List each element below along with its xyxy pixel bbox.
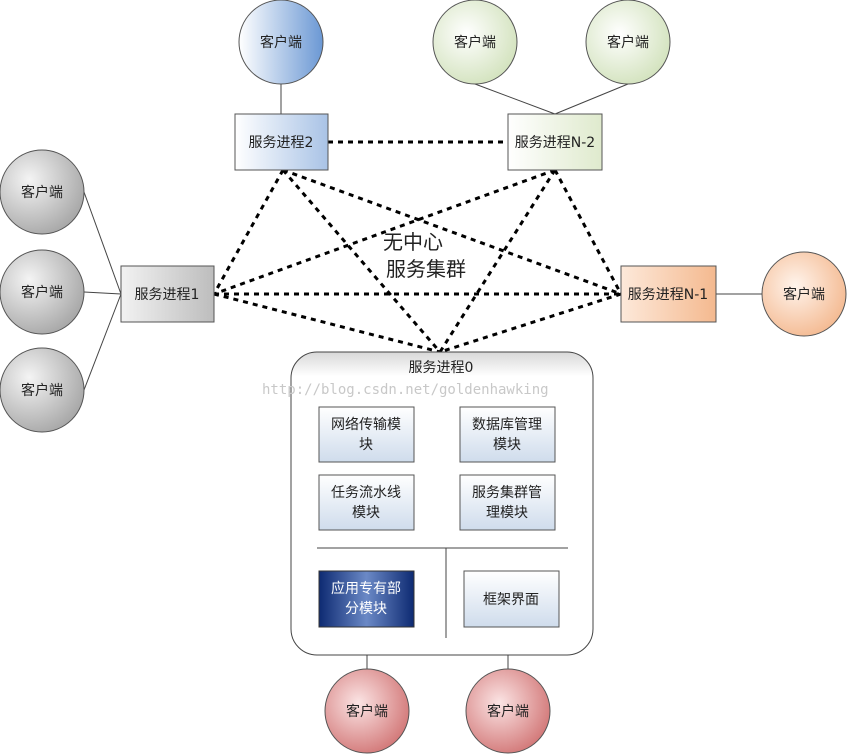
module-database-line1: 数据库管理 xyxy=(472,417,542,433)
module-pipeline-line1: 任务流水线 xyxy=(331,485,401,501)
client-node-bottom-2: 客户端 xyxy=(465,668,551,754)
watermark-text: http://blog.csdn.net/goldenhawking xyxy=(262,382,549,398)
link-client-processn2-a xyxy=(474,83,556,115)
module-database-line2: 模块 xyxy=(493,437,521,453)
process-n2-box: 服务进程N-2 xyxy=(507,113,603,171)
module-pipeline-line2: 模块 xyxy=(352,505,380,521)
link-client-process1-c xyxy=(83,293,122,391)
module-cluster-line2: 理模块 xyxy=(486,505,528,521)
module-cluster: 服务集群管 理模块 xyxy=(459,474,556,531)
process-2-box: 服务进程2 xyxy=(234,113,329,171)
module-database: 数据库管理 模块 xyxy=(459,406,556,463)
process-0-label: 服务进程0 xyxy=(409,360,474,376)
client-label: 客户端 xyxy=(21,284,63,301)
module-cluster-line1: 服务集群管 xyxy=(472,484,542,501)
client-node-left-2: 客户端 xyxy=(0,249,85,335)
module-ui-label: 框架界面 xyxy=(483,592,539,608)
process-n1-box: 服务进程N-1 xyxy=(620,265,717,323)
client-label: 客户端 xyxy=(487,703,529,720)
mesh-pn2-p1 xyxy=(213,168,556,296)
module-app-specific: 应用专有部 分模块 xyxy=(318,570,415,628)
process-2-label: 服务进程2 xyxy=(249,135,314,151)
module-network: 网络传输模 块 xyxy=(318,406,415,463)
module-network-line1: 网络传输模 xyxy=(331,417,401,433)
mesh-p2-pn1 xyxy=(282,168,622,296)
client-node-bottom-1: 客户端 xyxy=(324,668,410,754)
client-label: 客户端 xyxy=(607,34,649,51)
process-1-box: 服务进程1 xyxy=(120,265,215,323)
client-label: 客户端 xyxy=(21,382,63,399)
module-app-line2: 分模块 xyxy=(345,601,387,617)
client-label: 客户端 xyxy=(454,34,496,51)
center-label-line1: 无中心 xyxy=(383,230,443,254)
center-label-line2: 服务集群 xyxy=(386,257,466,281)
mesh-p1-p0 xyxy=(213,292,441,354)
mesh-p2-p0 xyxy=(281,169,442,353)
client-label: 客户端 xyxy=(783,286,825,303)
client-label: 客户端 xyxy=(260,34,302,51)
client-node-top-blue: 客户端 xyxy=(238,0,324,85)
module-ui: 框架界面 xyxy=(463,570,560,628)
mesh-p2-p1 xyxy=(212,169,285,295)
link-client-process1-a xyxy=(83,191,122,295)
solid-connectors xyxy=(83,83,762,670)
client-node-top-green-1: 客户端 xyxy=(432,0,518,85)
link-client-processn2-b xyxy=(554,83,629,115)
client-node-left-3: 客户端 xyxy=(0,347,85,433)
client-node-top-green-2: 客户端 xyxy=(585,0,671,85)
link-client-process1-b xyxy=(83,291,122,295)
module-network-line2: 块 xyxy=(359,437,373,453)
client-label: 客户端 xyxy=(21,184,63,201)
client-node-right: 客户端 xyxy=(761,251,847,337)
mesh-connectors xyxy=(212,140,623,354)
mesh-pn2-pn1 xyxy=(553,169,623,295)
module-app-line1: 应用专有部 xyxy=(331,580,401,597)
client-node-left-1: 客户端 xyxy=(0,149,85,235)
module-pipeline: 任务流水线 模块 xyxy=(318,474,415,531)
client-label: 客户端 xyxy=(346,703,388,720)
mesh-pn1-p0 xyxy=(439,292,622,354)
process-n2-label: 服务进程N-2 xyxy=(515,135,595,151)
process-1-label: 服务进程1 xyxy=(135,287,200,303)
process-n1-label: 服务进程N-1 xyxy=(628,287,708,303)
